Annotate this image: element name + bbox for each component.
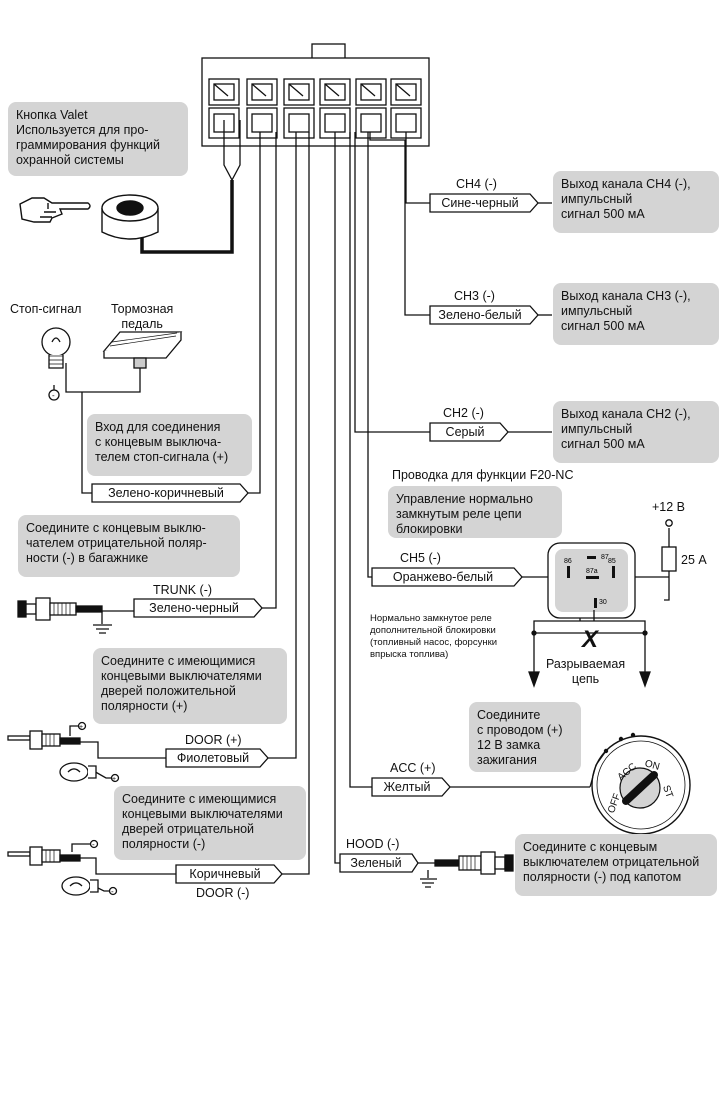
label-break-circuit: Разрываемая цепь: [546, 657, 626, 686]
label-brake-pedal: Тормозная педаль: [111, 302, 174, 331]
tag-door-pos: [165, 748, 269, 768]
tag-hood: [339, 853, 419, 873]
wire-color-ch4: Сине-черный: [441, 196, 519, 210]
note-ch2: Выход канала CH2 (-), импульсный сигнал …: [553, 401, 719, 463]
tag-ch3: [429, 305, 539, 325]
tag-ch2: [429, 422, 509, 442]
label-fuse: 25 А: [681, 553, 707, 567]
door-switch-pos-icon: [7, 721, 87, 750]
tag-acc: [371, 777, 451, 797]
tag-trunk: [133, 598, 263, 618]
note-door-neg: Соедините с имеющимися концевыми выключа…: [114, 786, 306, 860]
tag-door-neg: [175, 864, 283, 884]
door-neg-lamp-minus: -: [111, 887, 114, 896]
wire-color-ch2: Серый: [445, 425, 485, 439]
wire-color-door-pos: Фиолетовый: [176, 751, 250, 765]
tag-ch5: [371, 567, 523, 587]
break-mark: X: [580, 626, 600, 653]
wire-color-ch3: Зелено-белый: [438, 308, 522, 322]
door-lamp-pos-icon: [59, 762, 120, 783]
wire-color-acc: Желтый: [383, 780, 431, 794]
relay-pin-85: 85: [608, 558, 616, 565]
door-pos-lamp-plus: +: [112, 776, 116, 783]
signal-ch4: CH4 (-): [456, 177, 497, 191]
main-connector: [201, 43, 430, 147]
fuse: [661, 546, 677, 572]
note-trunk: Соедините с концевым выклю- чателем отри…: [18, 515, 240, 577]
ignition-st-label: ST: [660, 784, 675, 800]
trunk-switch-icon: [17, 597, 103, 621]
relay-pin-87a: 87a: [586, 568, 598, 575]
note-brake: Вход для соединения с концевым выключа- …: [87, 414, 252, 476]
note-door-pos: Соедините с имеющимися концевыми выключа…: [93, 648, 287, 724]
note-ch4: Выход канала CH4 (-), импульсный сигнал …: [553, 171, 719, 233]
relay-pin-30: 30: [599, 599, 607, 606]
signal-door-pos: DOOR (+): [185, 733, 242, 747]
door-lamp-neg-icon: [61, 876, 118, 896]
tag-brake: [91, 483, 249, 503]
note-ch3: Выход канала CH3 (-), импульсный сигнал …: [553, 283, 719, 345]
note-hood: Соедините с концевым выключателем отрица…: [515, 834, 717, 896]
brake-minus-mark: -: [52, 391, 55, 400]
label-f20: Проводка для функции F20-NC: [392, 468, 574, 482]
label-plus12: +12 В: [652, 500, 686, 514]
signal-ch2: CH2 (-): [443, 406, 484, 420]
ignition-switch: [589, 732, 691, 835]
label-stop-signal: Стоп-сигнал: [10, 302, 82, 316]
wire-color-hood: Зеленый: [350, 856, 402, 870]
ignition-on-label: ON: [643, 758, 660, 773]
label-nc-relay: Нормально замкнутое реле дополнительной …: [370, 613, 498, 660]
note-relay-control: Управление нормально замкнутым реле цепи…: [388, 486, 562, 538]
signal-hood: HOOD (-): [346, 837, 400, 851]
wire-color-trunk: Зелено-черный: [149, 601, 239, 615]
signal-ch3: CH3 (-): [454, 289, 495, 303]
door-pos-switch-plus: +: [79, 724, 83, 731]
door-switch-neg-icon: [7, 839, 99, 866]
wire-color-door-neg: Коричневый: [189, 867, 261, 881]
note-valet: Кнопка Valet Используется для про- грамм…: [8, 102, 188, 176]
wire-color-ch5: Оранжево-белый: [392, 570, 494, 584]
hood-switch-icon: [434, 851, 514, 875]
valet-button-icon: [101, 194, 159, 240]
relay-pin-87: 87: [601, 554, 609, 561]
stop-lamp-icon: [41, 327, 71, 401]
relay: [547, 542, 636, 619]
signal-ch5: CH5 (-): [400, 551, 441, 565]
relay-pin-86: 86: [564, 558, 572, 565]
signal-door-neg: DOOR (-): [196, 886, 250, 900]
tag-ch4: [429, 193, 539, 213]
brake-pedal-icon: [102, 331, 183, 372]
signal-trunk: TRUNK (-): [153, 583, 213, 597]
connector-pins-top: [208, 78, 422, 106]
note-acc: Соедините с проводом (+) 12 В замка зажи…: [469, 702, 581, 772]
door-neg-switch-minus: -: [92, 840, 95, 849]
wire-color-brake: Зелено-коричневый: [108, 486, 224, 500]
pointing-hand-icon: [19, 197, 91, 223]
signal-acc: ACC (+): [390, 761, 436, 775]
